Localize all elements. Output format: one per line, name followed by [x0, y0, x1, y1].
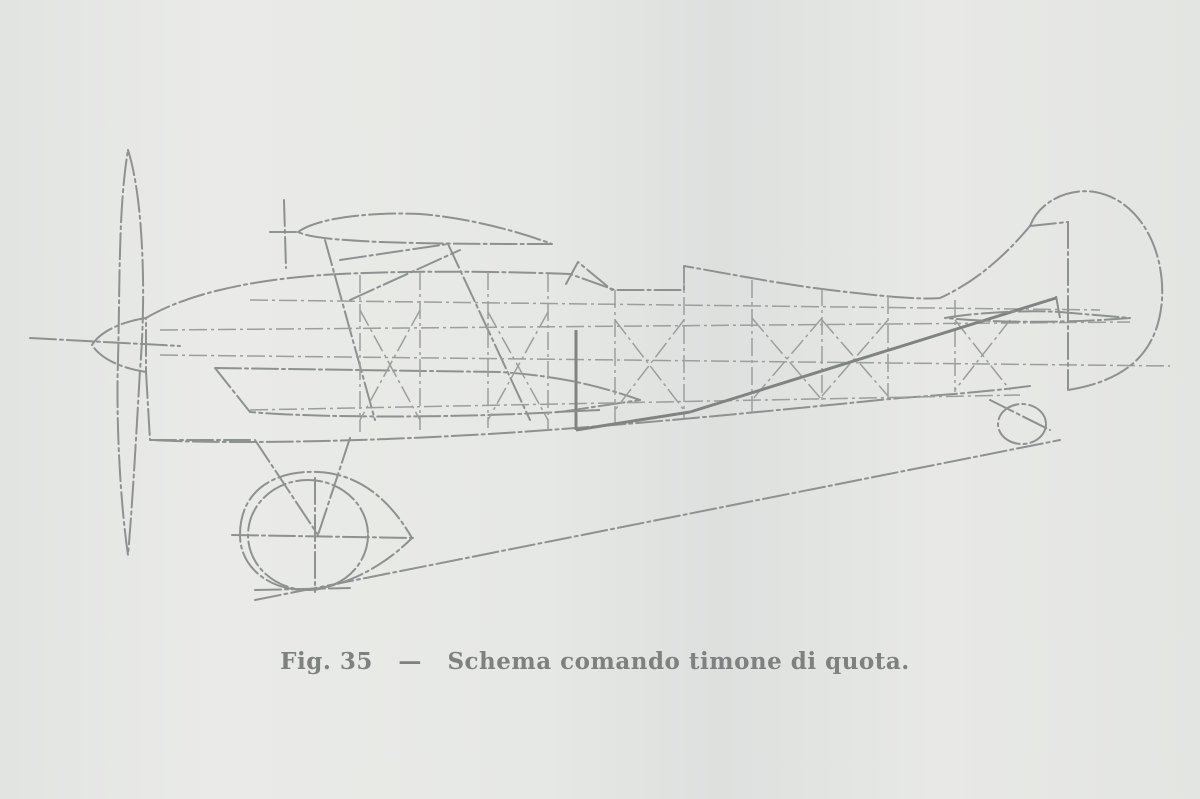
propeller: [29, 149, 181, 556]
fuselage-truss: [159, 268, 1171, 432]
ground-line-base: [254, 587, 351, 591]
caption-text: Schema comando timone di quota.: [447, 648, 910, 675]
windscreen: [565, 261, 613, 291]
spinner: [91, 317, 147, 373]
figure-caption: Fig. 35 — Schema comando timone di quota…: [0, 648, 1190, 675]
tail-wheel: [989, 399, 1051, 445]
horizontal-stabilizer: [944, 310, 1131, 323]
fin-and-rudder: [1029, 190, 1164, 391]
airplane-schematic-drawing: [29, 149, 1171, 601]
figure-number: Fig. 35: [280, 648, 373, 675]
fuselage: [145, 225, 1031, 443]
main-landing-gear: [231, 437, 416, 593]
caption-separator: —: [398, 648, 422, 675]
elevator-control-linkage: [555, 295, 1061, 432]
lower-wing: [214, 367, 641, 418]
upper-wing: [269, 199, 553, 269]
ground-line: [254, 439, 1061, 601]
cabane-struts: [324, 239, 531, 421]
